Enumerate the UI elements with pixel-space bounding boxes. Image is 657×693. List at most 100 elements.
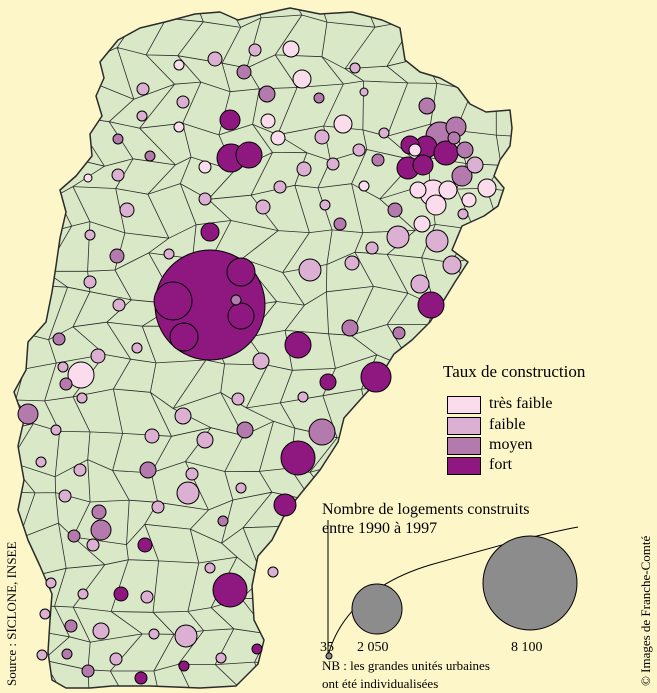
commune-circle xyxy=(148,628,160,640)
commune-circle xyxy=(235,482,247,494)
commune-circle xyxy=(236,421,254,439)
commune-circle xyxy=(81,664,95,678)
commune-circle xyxy=(308,418,336,446)
note: NB : les grandes unités urbaines ont été… xyxy=(322,657,562,693)
commune-circle xyxy=(326,157,340,171)
commune-circle xyxy=(298,258,322,282)
commune-circle xyxy=(137,537,153,553)
commune-circle xyxy=(151,500,165,514)
commune-circle xyxy=(273,180,287,194)
commune-circle xyxy=(360,361,392,393)
commune-circle xyxy=(169,322,199,352)
size-tick-large: 8 100 xyxy=(511,640,543,655)
commune-circle xyxy=(153,281,193,321)
commune-circle xyxy=(86,538,100,552)
commune-circle xyxy=(270,130,286,146)
commune-circle xyxy=(64,619,78,633)
commune-circle xyxy=(280,440,316,476)
commune-circle xyxy=(139,461,157,479)
legend-label: faible xyxy=(489,416,526,433)
commune-circle xyxy=(341,319,359,337)
size-legend-title: Nombre de logements construits entre 199… xyxy=(322,500,622,538)
legend-item: très faible xyxy=(447,395,607,414)
commune-circle xyxy=(178,660,190,672)
commune-circle xyxy=(371,153,385,167)
commune-circle xyxy=(136,110,148,122)
legend-title: Taux de construction xyxy=(443,362,586,381)
commune-circle xyxy=(413,215,431,233)
commune-circle xyxy=(282,40,300,58)
commune-circle xyxy=(84,229,96,241)
commune-circle xyxy=(457,208,469,220)
commune-circle xyxy=(50,424,62,436)
commune-circle xyxy=(314,129,330,145)
commune-circle xyxy=(112,298,126,312)
commune-circle xyxy=(412,154,434,176)
commune-circle xyxy=(73,463,87,477)
commune-circle xyxy=(92,622,110,640)
commune-circle xyxy=(204,562,216,574)
legend-swatch xyxy=(447,457,481,475)
commune-circle xyxy=(173,121,185,133)
commune-circle xyxy=(83,275,97,289)
size-tick-small: 35 xyxy=(320,640,334,655)
legend-swatch xyxy=(447,396,481,414)
commune-circle xyxy=(438,180,458,200)
commune-circle xyxy=(260,113,276,129)
commune-circle xyxy=(112,133,124,145)
commune-circle xyxy=(392,326,406,340)
commune-circle xyxy=(35,456,47,468)
size-legend-title-line1: Nombre de logements construits xyxy=(322,501,530,518)
commune-circle xyxy=(136,82,150,96)
commune-circle xyxy=(313,92,325,104)
commune-circle xyxy=(387,202,403,218)
commune-circle xyxy=(176,95,190,109)
size-tick-medium: 2 050 xyxy=(357,640,389,655)
commune-circle xyxy=(466,156,484,174)
commune-circle xyxy=(451,165,473,187)
size-circle-small xyxy=(325,652,333,660)
commune-circle xyxy=(359,87,369,97)
commune-circle xyxy=(297,391,309,403)
commune-circle xyxy=(230,294,242,306)
commune-circle xyxy=(410,274,430,294)
commune-circle xyxy=(386,225,410,249)
commune-circle xyxy=(185,467,199,481)
commune-circle xyxy=(90,348,106,364)
commune-circle xyxy=(212,572,248,608)
commune-circle xyxy=(77,588,89,600)
size-legend-title-line2: entre 1990 à 1997 xyxy=(322,520,438,537)
commune-circle xyxy=(227,302,255,330)
commune-circle xyxy=(252,352,270,370)
commune-circle xyxy=(198,192,212,206)
commune-circle xyxy=(109,652,123,666)
legend-item: moyen xyxy=(447,436,607,455)
commune-circle xyxy=(258,85,276,103)
commune-circle xyxy=(273,493,297,517)
commune-circle xyxy=(333,114,353,134)
commune-circle xyxy=(196,431,214,449)
commune-circle xyxy=(251,643,263,655)
commune-circle xyxy=(173,59,185,71)
commune-circle xyxy=(433,140,459,166)
commune-circle xyxy=(36,649,48,661)
commune-circle xyxy=(456,141,474,159)
credit-text: © Images de Franche-Comté xyxy=(638,535,653,686)
legend-swatch xyxy=(447,417,481,435)
commune-circle xyxy=(296,161,312,177)
commune-circle xyxy=(217,515,229,527)
commune-circle xyxy=(76,392,88,404)
commune-circle xyxy=(418,97,436,115)
commune-circle xyxy=(417,291,445,319)
commune-circle xyxy=(219,109,241,131)
commune-circle xyxy=(39,608,51,620)
commune-circle xyxy=(59,377,73,391)
commune-circle xyxy=(58,489,72,503)
commune-circle xyxy=(174,407,192,425)
size-circle-medium xyxy=(351,583,403,635)
legend-label: fort xyxy=(489,456,513,473)
commune-circle xyxy=(425,229,449,253)
size-circle-large xyxy=(482,535,578,631)
